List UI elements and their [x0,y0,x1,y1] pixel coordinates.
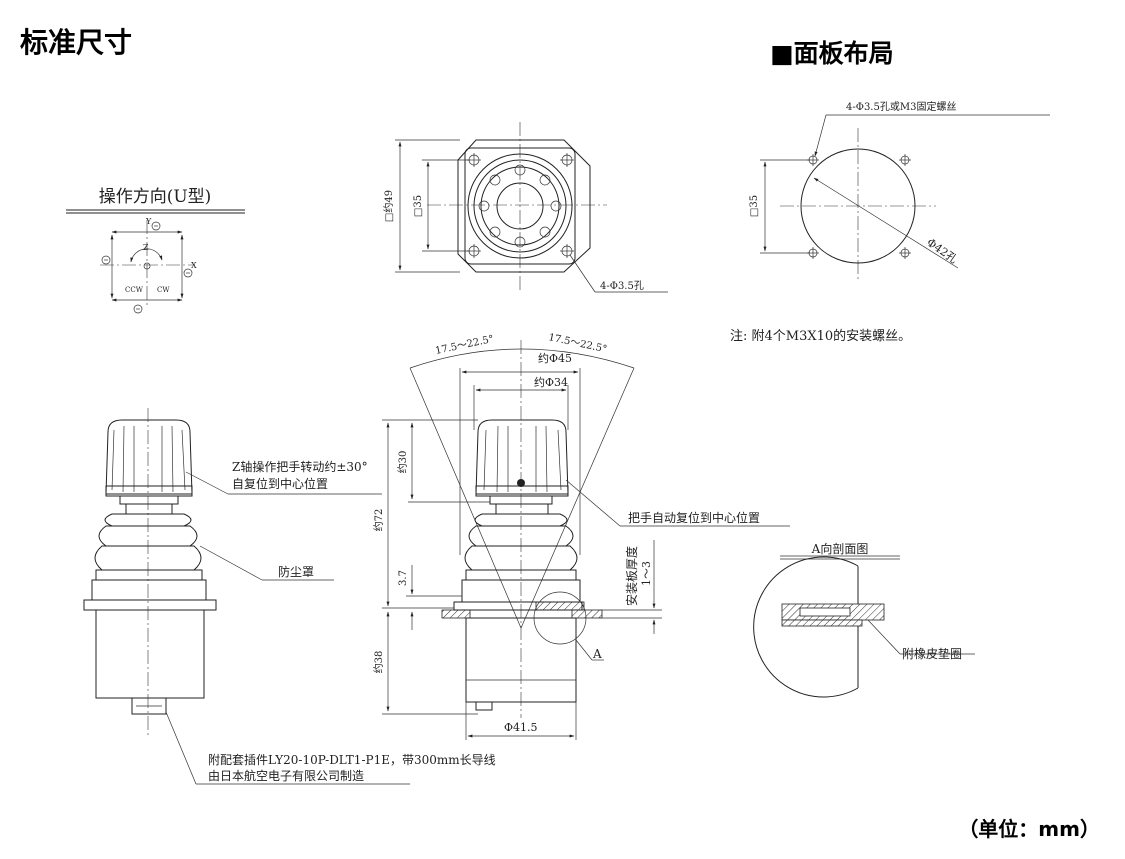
dim-h-37: 3.7 [398,570,409,586]
svg-text:Z: Z [143,243,149,252]
z-axis-note-2: 自复位到中心位置 [232,476,328,491]
panel-layout: □35 Φ42孔 4-Φ3.5孔或M3固定螺丝 注: 附4个M3X10的安装螺丝… [730,100,1050,344]
z-axis-note-1: Z轴操作把手转动约±30° [232,459,368,474]
dim-dia-415: Φ41.5 [504,721,538,734]
direction-diagram: 操作方向(U型) Y X Z CCW CW [66,187,245,314]
panel-layout-title: ■面板布局 [770,39,894,68]
top-view: □约49 □35 4-Φ3.5孔 [382,122,668,293]
panel-thickness-label: 安装板厚度 [624,546,639,606]
dim-outer-square: □约49 [382,190,395,222]
connector-note-2: 由日本航空电子有限公司制造 [208,768,364,783]
top-holes-label: 4-Φ3.5孔 [600,280,644,292]
section-view: A向剖面图 附橡皮垫圈 [753,541,975,698]
panel-dim-circle: Φ42孔 [924,236,959,266]
connector-note-1: 附配套插件LY20-10P-DLT1-P1E，带300mm长导线 [208,753,496,767]
side-view-left: Z轴操作把手转动约±30° 自复位到中心位置 防尘罩 附配套插件LY20-10P… [83,408,496,785]
gasket-label: 附橡皮垫圈 [902,646,962,661]
unit-label: （单位：mm） [958,817,1100,841]
section-title: A向剖面图 [811,541,869,556]
dim-h-30: 约30 [396,451,409,474]
panel-note: 注: 附4个M3X10的安装螺丝。 [730,328,911,344]
svg-text:CCW: CCW [125,286,144,294]
svg-text:Y: Y [145,217,152,226]
panel-holes-note: 4-Φ3.5孔或M3固定螺丝 [846,100,956,113]
boot-label: 防尘罩 [278,564,314,579]
dim-h-38: 约38 [372,651,385,674]
section-mark: A [592,647,602,661]
direction-title: 操作方向(U型) [99,187,212,207]
dim-h-72: 约72 [372,509,385,532]
dim-dia-34: 约Φ34 [534,376,568,389]
svg-text:X: X [191,261,197,270]
auto-return-label: 把手自动复位到中心位置 [628,510,760,525]
dim-dia-45: 约Φ45 [538,352,572,365]
svg-text:CW: CW [157,286,170,294]
panel-dim-square: □35 [749,195,760,217]
page-title: 标准尺寸 [20,26,132,59]
dim-inner-square: □35 [413,195,424,217]
angle-left: 17.5～22.5° [434,334,495,357]
panel-thickness-range: 1～3 [640,561,653,586]
side-view-center: 17.5～22.5° 17.5～22.5° 约Φ45 约Φ34 [372,332,790,740]
